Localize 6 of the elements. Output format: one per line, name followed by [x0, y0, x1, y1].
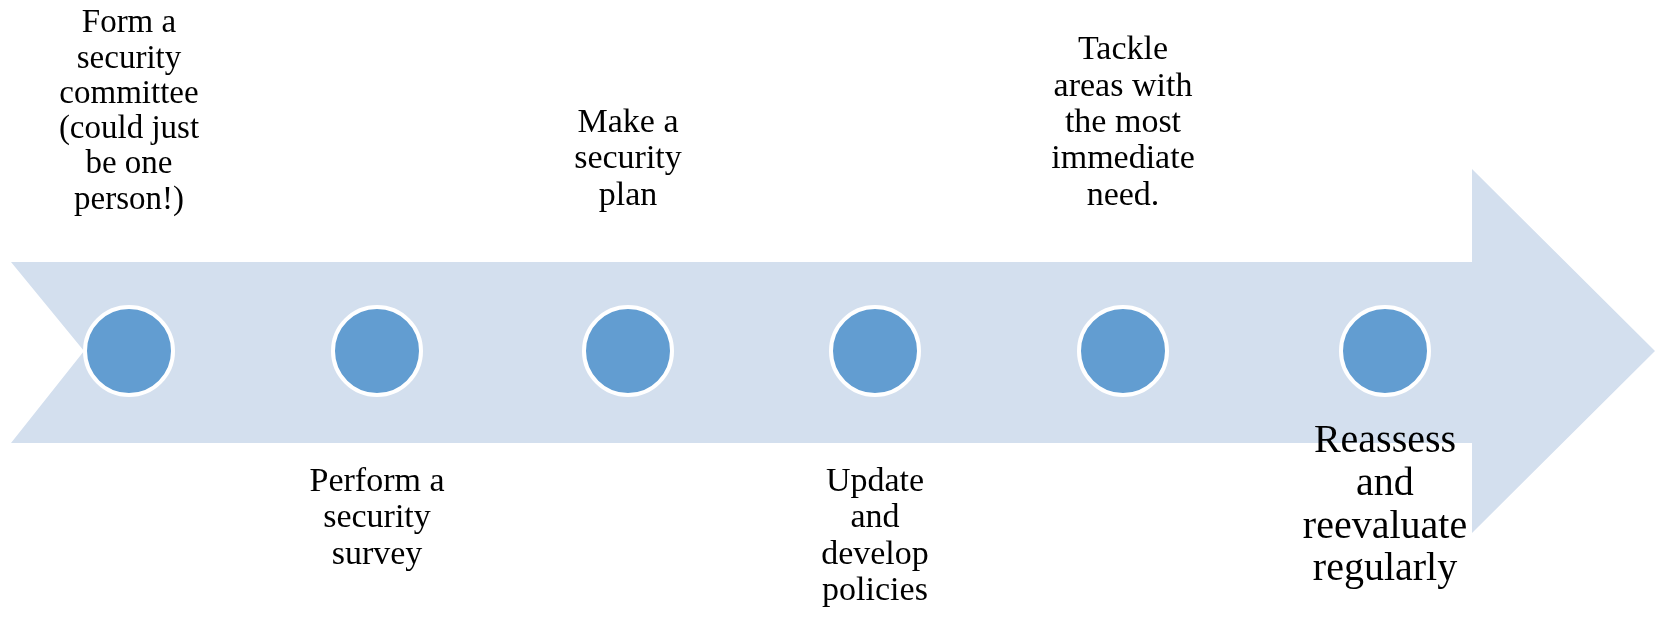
step-label: Tackle areas with the most immediate need.	[1050, 30, 1196, 212]
step-label: Make a security plan	[573, 102, 683, 212]
step-label: Form a security committee (could just be one person!)	[57, 4, 201, 216]
step-label: Reassess and reevaluate regularly	[1301, 418, 1469, 590]
step-label: Perform a security survey	[308, 462, 446, 572]
step-label: Update and develop policies	[820, 462, 930, 608]
